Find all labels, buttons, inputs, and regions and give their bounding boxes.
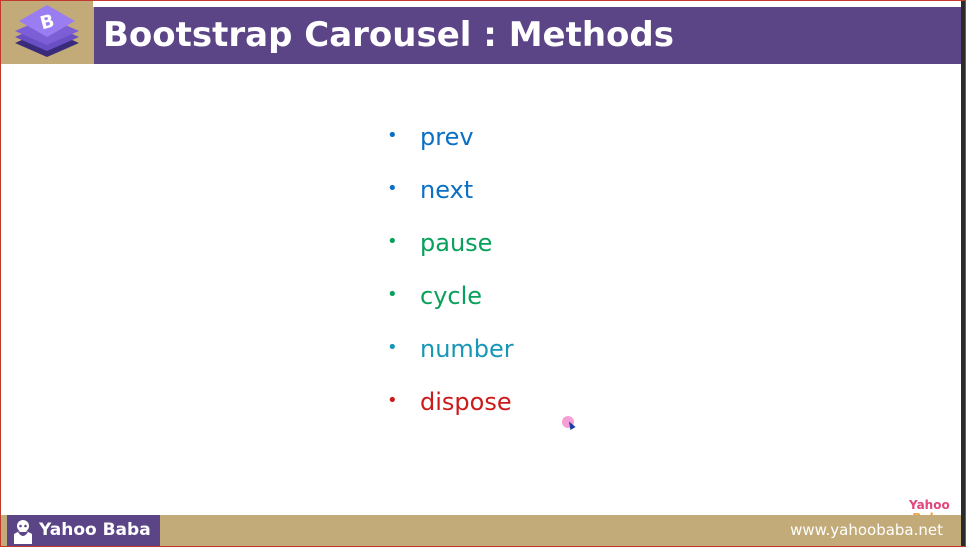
bullet: • — [387, 390, 398, 411]
brand-box: Yahoo Baba — [7, 515, 160, 546]
slide-title: Bootstrap Carousel : Methods — [103, 15, 674, 55]
method-label: prev — [420, 123, 474, 151]
title-bar: Bootstrap Carousel : Methods — [93, 7, 961, 64]
bullet: • — [387, 284, 398, 305]
watermark-line1: Yahoo — [909, 498, 950, 512]
logo-box: B — [1, 1, 93, 64]
bullet: • — [387, 231, 398, 252]
logo-letter: B — [38, 11, 57, 35]
method-label: next — [420, 176, 474, 204]
slide-footer: Yahoo Baba www.yahoobaba.net — [1, 515, 965, 546]
slide-header: B Bootstrap Carousel : Methods — [1, 1, 965, 64]
mouse-pointer-icon — [566, 420, 576, 430]
cursor-highlight — [562, 416, 574, 428]
method-label: number — [420, 335, 514, 363]
bullet: • — [387, 125, 398, 146]
method-label: cycle — [420, 282, 483, 310]
bootstrap-logo-icon: B — [15, 5, 79, 57]
brand-name: Yahoo Baba — [39, 520, 151, 540]
yahoo-baba-mascot-icon — [14, 520, 32, 544]
right-edge-bar — [961, 1, 965, 546]
website-url: www.yahoobaba.net — [790, 521, 943, 539]
method-label: dispose — [420, 388, 512, 416]
method-label: pause — [420, 229, 493, 257]
bullet: • — [387, 337, 398, 358]
bullet: • — [387, 178, 398, 199]
